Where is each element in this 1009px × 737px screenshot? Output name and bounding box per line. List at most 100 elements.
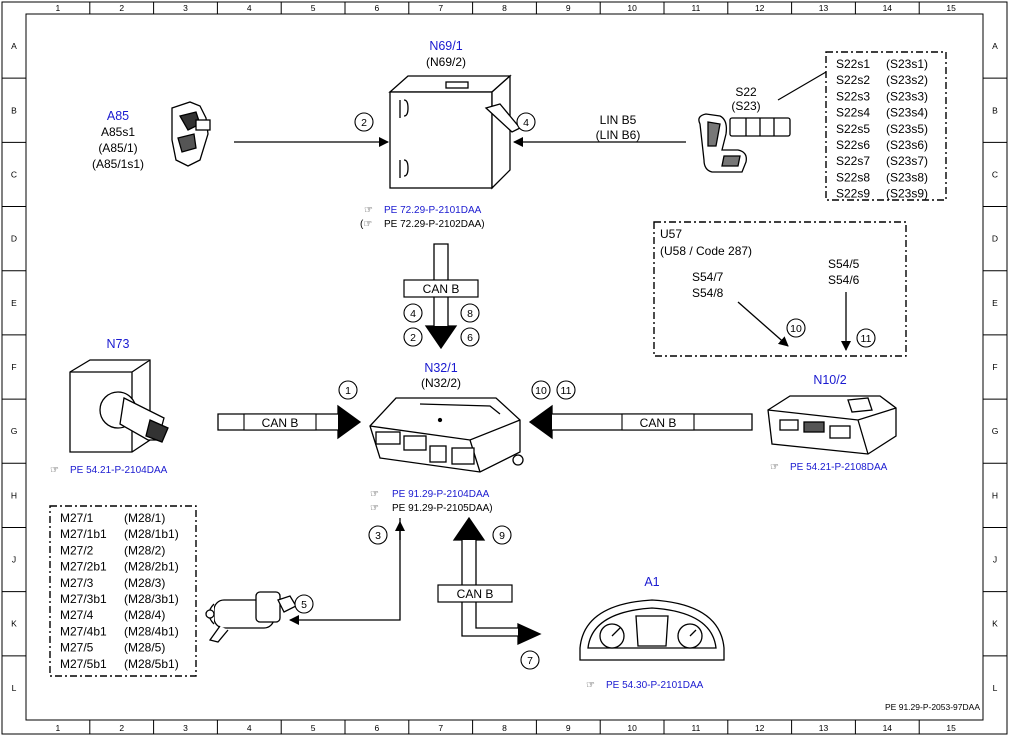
m27-motor-name: M27/5 [60, 641, 94, 655]
callout-7-label: 7 [527, 655, 533, 667]
n10-reference: ☞ PE 54.21-P-2108DAA [770, 462, 888, 473]
n32-title: N32/1 [424, 361, 457, 375]
grid-row-label: F [992, 362, 997, 372]
canb-a1-link: CAN B [437, 516, 542, 646]
grid-row-label: L [993, 683, 998, 693]
hand-pointer-icon: ☞ [370, 489, 379, 500]
n69-reference-2: (☞ PE 72.29-P-2102DAA) [360, 219, 485, 230]
grid-row-label: K [992, 619, 998, 629]
hand-pointer-icon: ☞ [586, 680, 595, 691]
n69-ref2-text: PE 72.29-P-2102DAA) [384, 219, 485, 230]
n10-canb-link: CAN B [528, 404, 753, 440]
callout-1: 1 [338, 380, 358, 400]
grid-col-label: 9 [566, 723, 571, 733]
u57-title: U57 [660, 227, 682, 241]
grid-col-label: 6 [375, 723, 380, 733]
seat-motors-component: M27/1(M28/1)M27/1b1(M28/1b1)M27/2(M28/2)… [49, 505, 405, 677]
s22-switch-name: S22s6 [836, 138, 870, 152]
grid-col-label: 12 [755, 723, 765, 733]
s23-switch-name: (S23s9) [886, 187, 928, 201]
a85-label-1: A85s1 [101, 125, 135, 139]
grid-col-label: 11 [691, 3, 700, 13]
m27-motor-name: M27/2b1 [60, 560, 107, 574]
instrument-cluster-icon [579, 599, 725, 661]
grid-col-label: 1 [56, 723, 61, 733]
s23-switch-name: (S23s5) [886, 122, 928, 136]
grid-row-label: G [11, 426, 18, 436]
grid-row-label: E [11, 298, 17, 308]
inner-frame [25, 13, 984, 721]
n69-control-unit: N69/1 (N69/2) ☞ PE 72.29-P-2101DAA (☞ PE… [360, 39, 522, 230]
canb-vertical-link: CAN B [403, 243, 479, 350]
document-code: PE 91.29-P-2053-97DAA [885, 702, 980, 712]
s22-title: S22 [735, 85, 757, 99]
s23-switch-name: (S23s2) [886, 73, 928, 87]
u57-switch-b2: S54/6 [828, 273, 860, 287]
callout-3: 3 [368, 525, 388, 545]
m28-motor-name: (M28/1b1) [124, 527, 179, 541]
grid-col-label: 3 [183, 3, 188, 13]
m27-motor-name: M27/1b1 [60, 527, 107, 541]
n10-component: N10/2 ☞ PE 54.21-P-2108DAA CAN B [528, 373, 897, 473]
callout-6-label: 6 [467, 332, 473, 344]
grid-row-label: H [992, 490, 998, 500]
callout-7: 7 [520, 650, 540, 670]
grid-row-label: F [11, 362, 16, 372]
grid-col-label: 7 [438, 3, 443, 13]
callout-4b: 4 [403, 303, 423, 323]
callout-10-label: 10 [535, 385, 547, 397]
m28-motor-name: (M28/5b1) [124, 657, 179, 671]
s22-switch-list-box [825, 51, 947, 201]
grid-col-label: 15 [946, 3, 956, 13]
u57-switch-a2: S54/8 [692, 286, 724, 300]
grid-col-label: 10 [627, 3, 637, 13]
callout-10a: 10 [531, 380, 551, 400]
hand-pointer-icon: ☞ [364, 205, 373, 216]
callout-10b: 10 [786, 318, 806, 338]
canb-top-label: CAN B [423, 282, 460, 296]
grid-row-label: C [992, 169, 998, 179]
n73-component: N73 ☞ PE 54.21-P-2104DAA CAN B [50, 337, 362, 476]
motor-icon [205, 591, 297, 643]
a85-switch-icon [171, 101, 211, 167]
seat-switch-icon [698, 113, 791, 173]
grid-col-label: 11 [691, 723, 700, 733]
motors-list: M27/1(M28/1)M27/1b1(M28/1b1)M27/2(M28/2)… [60, 511, 179, 671]
s22-switch-name: S22s7 [836, 154, 870, 168]
a1-reference: ☞ PE 54.30-P-2101DAA [586, 680, 704, 691]
grid-row-label: G [992, 426, 999, 436]
u57-switch-b1: S54/5 [828, 257, 860, 271]
callout-1-label: 1 [345, 385, 351, 397]
s23-switch-name: (S23s3) [886, 89, 928, 103]
m27-motor-name: M27/5b1 [60, 657, 107, 671]
n73-ref-text: PE 54.21-P-2104DAA [70, 465, 168, 476]
hand-pointer-icon: ☞ [770, 462, 779, 473]
n73-title: N73 [107, 337, 130, 351]
callout-11b: 11 [856, 328, 876, 348]
u57-switch-a1: S54/7 [692, 270, 724, 284]
grid-col-label: 1 [56, 3, 61, 13]
m28-motor-name: (M28/3b1) [124, 592, 179, 606]
s22-seat-switch: S22 (S23) S22s1(S23s1)S22s2(S23s2)S22s3(… [596, 51, 947, 201]
grid-col-label: 4 [247, 3, 252, 13]
m28-motor-name: (M28/1) [124, 511, 165, 525]
grid-col-label: 7 [438, 723, 443, 733]
s22-switch-name: S22s9 [836, 187, 870, 201]
grid-row-label: D [992, 234, 998, 244]
n10-ref-text: PE 54.21-P-2108DAA [790, 462, 888, 473]
a85-label-3: (A85/1s1) [92, 157, 144, 171]
m28-motor-name: (M28/2b1) [124, 560, 179, 574]
n10-bus-label: CAN B [640, 416, 677, 430]
s23-switch-name: (S23s1) [886, 57, 928, 71]
grid-col-label: 14 [883, 3, 893, 13]
m28-motor-name: (M28/3) [124, 576, 165, 590]
s22-switch-name: S22s5 [836, 122, 870, 136]
n32-reference-2: ☞ PE 91.29-P-2105DAA) [370, 503, 493, 514]
grid-col-label: 15 [946, 723, 956, 733]
a1-component: A1 ☞ PE 54.30-P-2101DAA [579, 575, 725, 691]
arrow-u57-a [737, 301, 789, 347]
callout-6: 6 [460, 327, 480, 347]
